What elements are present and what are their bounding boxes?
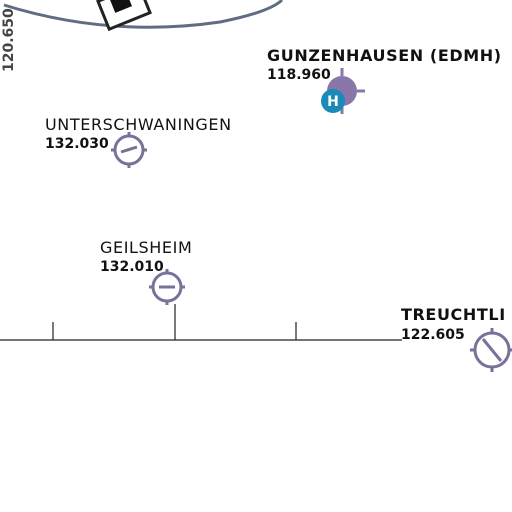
edge-frequency-label: 120.650 bbox=[1, 8, 17, 72]
chart-sign-icon bbox=[96, 0, 152, 32]
gunzenhausen-name: GUNZENHAUSEN (EDMH) bbox=[267, 46, 502, 65]
geilsheim-name: GEILSHEIM bbox=[100, 238, 193, 257]
airfield-with-heliport-icon[interactable]: H bbox=[321, 68, 365, 114]
airspace-boundary-arc bbox=[3, 0, 284, 29]
treuchtlingen-name: TREUCHTLI bbox=[401, 305, 506, 324]
unterschwaningen-symbol[interactable] bbox=[111, 132, 147, 168]
geilsheim-frequency: 132.010 bbox=[100, 259, 164, 275]
unterschwaningen-name: UNTERSCHWANINGEN bbox=[45, 115, 232, 134]
treuchtlingen-symbol[interactable] bbox=[470, 328, 512, 372]
geilsheim-symbol[interactable] bbox=[149, 269, 185, 305]
gunzenhausen-frequency: 118.960 bbox=[267, 67, 331, 83]
treuchtlingen-frequency: 122.605 bbox=[401, 327, 465, 343]
scale-line bbox=[0, 304, 402, 341]
heliport-letter: H bbox=[327, 94, 339, 110]
unterschwaningen-frequency: 132.030 bbox=[45, 136, 109, 152]
